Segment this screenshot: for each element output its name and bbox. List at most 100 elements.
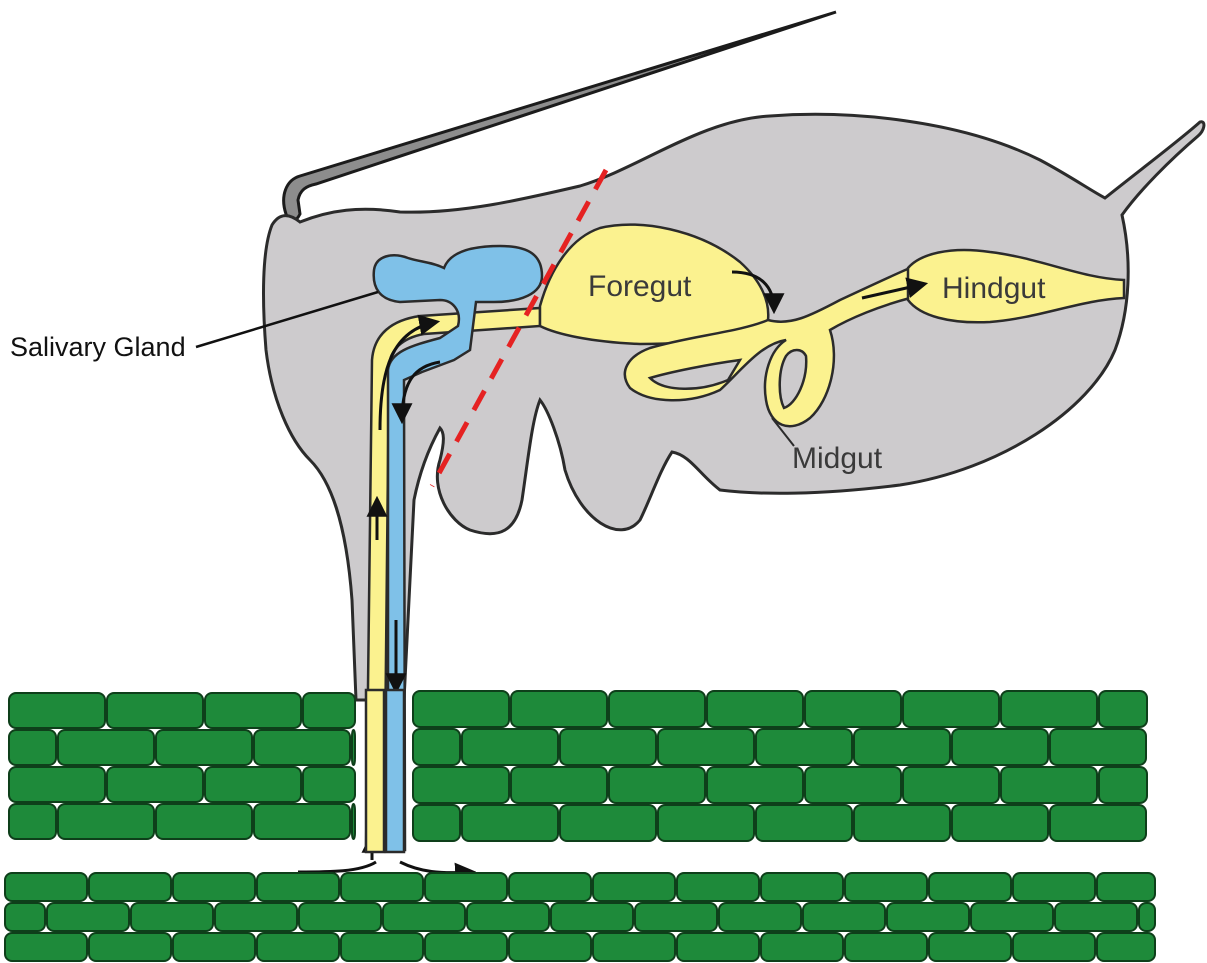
leaf-cell	[1097, 873, 1155, 901]
leaf-cell	[903, 767, 999, 803]
leaf-cell	[677, 933, 759, 961]
leaf-cell	[5, 933, 87, 961]
leaf-cell	[952, 729, 1048, 765]
leaf-cell	[5, 873, 87, 901]
leaf-cell	[383, 903, 465, 931]
leaf-cell	[803, 903, 885, 931]
leaf-cell	[593, 933, 675, 961]
leaf-cell	[845, 933, 927, 961]
leaf-cell	[1001, 691, 1097, 727]
leaf-cell	[1013, 873, 1095, 901]
leaf-cell	[9, 730, 56, 765]
leaf-cell	[205, 693, 301, 728]
leaf-cell	[1099, 691, 1147, 727]
leaf-cell	[254, 730, 350, 765]
midgut-label: Midgut	[792, 442, 883, 475]
leaf-cell	[761, 873, 843, 901]
leaf-cell	[131, 903, 213, 931]
leaf-cell	[719, 903, 801, 931]
leaf-cell	[1050, 729, 1146, 765]
leaf-cell	[9, 767, 105, 802]
leaf-cell	[254, 804, 350, 839]
salivary-gland-label: Salivary Gland	[10, 332, 186, 362]
leaf-cell	[173, 933, 255, 961]
leaf-cell	[413, 805, 460, 841]
plant-tissue	[5, 691, 1155, 961]
leaf-cell	[303, 693, 355, 728]
leaf-cell	[805, 767, 901, 803]
leaf-cell	[425, 933, 507, 961]
leaf-cell	[511, 691, 607, 727]
leaf-cell	[352, 804, 355, 839]
leaf-cell	[9, 804, 56, 839]
leaf-cell	[47, 903, 129, 931]
leaf-cell	[156, 730, 252, 765]
leaf-cell	[1099, 767, 1147, 803]
leaf-cell	[173, 873, 255, 901]
leaf-cell	[257, 933, 339, 961]
leaf-cell	[1097, 933, 1155, 961]
hindgut-label: Hindgut	[942, 272, 1046, 305]
leaf-cell	[462, 729, 558, 765]
leaf-cell	[89, 873, 171, 901]
leaf-cell	[205, 767, 301, 802]
leaf-cell	[9, 693, 105, 728]
leaf-cell	[462, 805, 558, 841]
leaf-cell	[635, 903, 717, 931]
leaf-cell	[413, 767, 509, 803]
leaf-cell	[658, 729, 754, 765]
leaf-cell	[609, 767, 705, 803]
leaf-cell	[352, 730, 355, 765]
leaf-cell	[593, 873, 675, 901]
leaf-cell	[89, 933, 171, 961]
leaf-cell	[845, 873, 927, 901]
leaf-cell	[467, 903, 549, 931]
stylet-in-tissue	[366, 690, 404, 852]
arrow-plant-left	[298, 862, 376, 872]
leaf-cell	[107, 767, 203, 802]
leaf-cell	[854, 805, 950, 841]
leaf-cell	[903, 691, 999, 727]
leaf-cell	[215, 903, 297, 931]
leaf-cell	[560, 729, 656, 765]
leaf-cell	[929, 873, 1011, 901]
leaf-cell	[341, 873, 423, 901]
foregut-label: Foregut	[588, 270, 692, 303]
leaf-cell	[805, 691, 901, 727]
leaf-cell	[1139, 903, 1155, 931]
leaf-cell	[658, 805, 754, 841]
leaf-cell	[299, 903, 381, 931]
arrow-plant-right	[400, 862, 472, 873]
leaf-cell	[257, 873, 339, 901]
leaf-cell	[413, 729, 460, 765]
leaf-cell	[609, 691, 705, 727]
leaf-cell	[756, 729, 852, 765]
leaf-cell	[156, 804, 252, 839]
leaf-cell	[107, 693, 203, 728]
leaf-cell	[971, 903, 1053, 931]
leaf-cell	[341, 933, 423, 961]
leaf-cell	[707, 691, 803, 727]
leaf-cell	[425, 873, 507, 901]
leaf-cell	[1050, 805, 1146, 841]
leaf-cell	[929, 933, 1011, 961]
leaf-cell	[560, 805, 656, 841]
leaf-cell	[5, 903, 45, 931]
leaf-cell	[1055, 903, 1137, 931]
leaf-cell	[887, 903, 969, 931]
leaf-cell	[509, 873, 591, 901]
leaf-cell	[1001, 767, 1097, 803]
leaf-cell	[303, 767, 355, 802]
leaf-cell	[677, 873, 759, 901]
leaf-cell	[413, 691, 509, 727]
leaf-cell	[756, 805, 852, 841]
leaf-cell	[511, 767, 607, 803]
leaf-cell	[58, 730, 154, 765]
leaf-cell	[761, 933, 843, 961]
leaf-cell	[707, 767, 803, 803]
leaf-cell	[58, 804, 154, 839]
leaf-cell	[551, 903, 633, 931]
leaf-cell	[952, 805, 1048, 841]
leaf-cell	[1013, 933, 1095, 961]
